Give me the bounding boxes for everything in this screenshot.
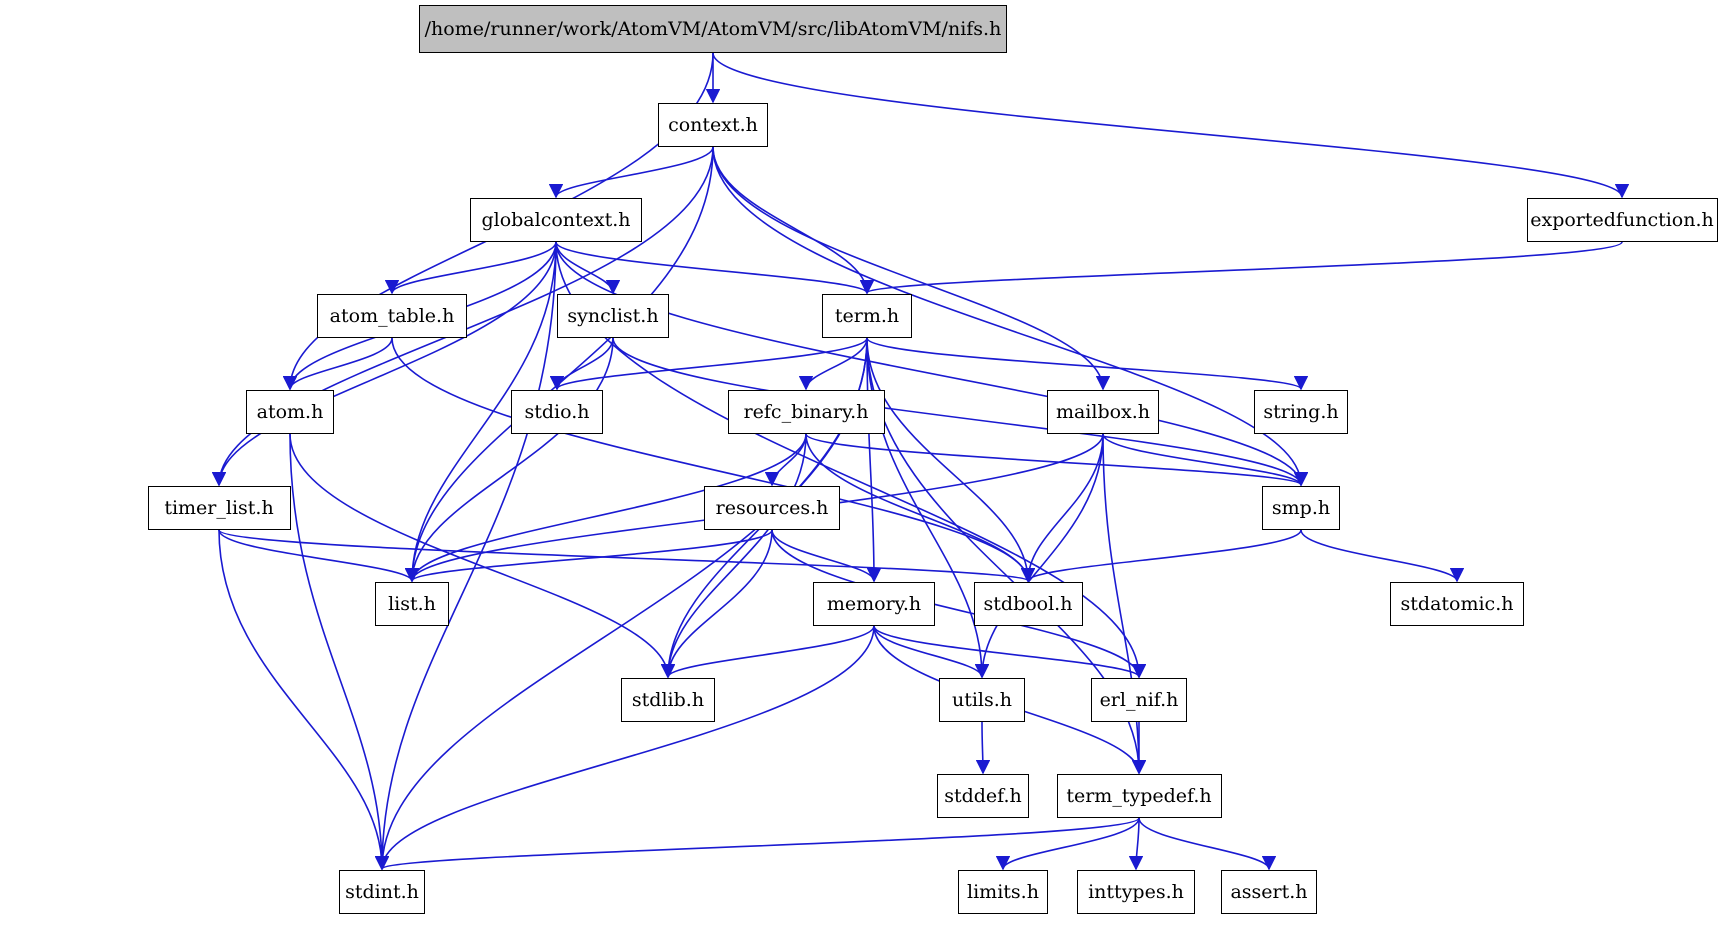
- edge-mailbox-to-term_typedef: [1102, 433, 1147, 775]
- edge-utils-to-stddef: [975, 721, 991, 775]
- edge-memory-to-stdint: [374, 625, 875, 871]
- node-context-h[interactable]: context.h: [658, 103, 768, 147]
- edge-smp-to-stdbool: [1021, 529, 1302, 583]
- node-limits-h: limits.h: [958, 870, 1048, 914]
- node-stdint-h: stdint.h: [339, 870, 425, 914]
- edge-exportedfunction-to-term: [860, 241, 1623, 295]
- edge-context-to-smp: [712, 146, 1309, 487]
- edge-resources-to-memory: [771, 529, 882, 583]
- edge-atom_table-to-stdbool: [391, 337, 1036, 583]
- edge-refc_binary-to-smp: [805, 433, 1308, 487]
- edge-refc_binary-to-list: [404, 433, 807, 583]
- node-string-h: string.h: [1254, 390, 1348, 434]
- node-atom-h[interactable]: atom.h: [246, 390, 334, 434]
- edge-context-to-globalcontext: [548, 146, 714, 199]
- node-list-h[interactable]: list.h: [375, 582, 449, 626]
- edge-globalcontext-to-term: [555, 241, 874, 295]
- node-refc-binary-h[interactable]: refc_binary.h: [727, 390, 885, 434]
- edge-resources-to-list: [405, 529, 773, 583]
- edge-globalcontext-to-timer_list: [211, 241, 557, 487]
- node-smp-h[interactable]: smp.h: [1262, 486, 1340, 530]
- edge-term-to-refc_binary: [798, 337, 868, 391]
- edge-term_typedef-to-limits: [995, 817, 1140, 871]
- edge-term-to-stdio: [550, 337, 868, 391]
- edge-resources-to-stdlib: [660, 529, 773, 679]
- edge-term-to-stdbool: [866, 337, 1036, 583]
- node-erl-nif-h[interactable]: erl_nif.h: [1091, 678, 1187, 722]
- edge-mailbox-to-smp: [1102, 433, 1309, 487]
- edge-atom-to-stdlib: [289, 433, 676, 679]
- edge-refc_binary-to-resources: [764, 433, 807, 487]
- edge-synclist-to-stdio: [549, 337, 614, 391]
- edge-globalcontext-to-synclist: [555, 241, 621, 295]
- edge-term_typedef-to-inttypes: [1128, 817, 1144, 871]
- node-stdio-h: stdio.h: [511, 390, 603, 434]
- edge-term-to-string: [866, 337, 1308, 391]
- edge-globalcontext-to-atom_table: [384, 241, 557, 295]
- edge-memory-to-erl_nif: [873, 625, 1146, 679]
- node-assert-h: assert.h: [1221, 870, 1317, 914]
- edge-globalcontext-to-list: [404, 241, 557, 583]
- edge-memory-to-stdlib: [660, 625, 875, 679]
- edge-nifs-to-exportedfunction: [712, 52, 1629, 199]
- node-exportedfunction-h[interactable]: exportedfunction.h: [1526, 198, 1718, 242]
- node-stdatomic-h: stdatomic.h: [1390, 582, 1524, 626]
- node-term-typedef-h[interactable]: term_typedef.h: [1056, 774, 1222, 818]
- edge-globalcontext-to-smp: [555, 241, 1309, 487]
- edge-timer_list-to-stdbool: [218, 529, 1035, 583]
- edge-term-to-memory: [866, 337, 882, 583]
- node-globalcontext-h[interactable]: globalcontext.h: [470, 198, 642, 242]
- edge-smp-to-stdatomic: [1300, 529, 1465, 583]
- node-atom-table-h[interactable]: atom_table.h: [317, 294, 467, 338]
- edge-resources-to-erl_nif: [771, 529, 1147, 679]
- node-resources-h[interactable]: resources.h: [704, 486, 840, 530]
- edge-term-to-stdint: [374, 337, 868, 871]
- node-synclist-h[interactable]: synclist.h: [557, 294, 669, 338]
- node-utils-h[interactable]: utils.h: [939, 678, 1025, 722]
- node-timer-list-h[interactable]: timer_list.h: [147, 486, 291, 530]
- node-stdbool-h: stdbool.h: [973, 582, 1083, 626]
- node-inttypes-h: inttypes.h: [1077, 870, 1195, 914]
- node-stdlib-h: stdlib.h: [621, 678, 715, 722]
- node-mailbox-h[interactable]: mailbox.h: [1047, 390, 1159, 434]
- edge-globalcontext-to-stdint: [374, 241, 557, 871]
- edge-context-to-mailbox: [712, 146, 1111, 391]
- edge-atom_table-to-atom: [282, 337, 393, 391]
- edge-timer_list-to-stdint: [218, 529, 390, 871]
- edge-atom-to-stdint: [289, 433, 390, 871]
- edge-memory-to-utils: [873, 625, 990, 679]
- edge-term_typedef-to-stdint: [375, 817, 1140, 871]
- edge-synclist-to-smp: [612, 337, 1309, 487]
- node-nifs-h: /home/runner/work/AtomVM/AtomVM/src/libA…: [419, 5, 1007, 53]
- node-term-h[interactable]: term.h: [822, 294, 912, 338]
- edge-term-to-utils: [866, 337, 990, 679]
- edge-context-to-term: [712, 146, 875, 295]
- node-stddef-h: stddef.h: [937, 774, 1029, 818]
- edge-timer_list-to-list: [218, 529, 420, 583]
- edge-refc_binary-to-stdlib: [660, 433, 807, 679]
- edge-refc_binary-to-stdbool: [805, 433, 1036, 583]
- edge-mailbox-to-stdbool: [1020, 433, 1104, 583]
- edge-synclist-to-list: [404, 337, 614, 583]
- edge-mailbox-to-utils: [974, 433, 1104, 679]
- node-memory-h[interactable]: memory.h: [813, 582, 935, 626]
- edge-term_typedef-to-assert: [1138, 817, 1277, 871]
